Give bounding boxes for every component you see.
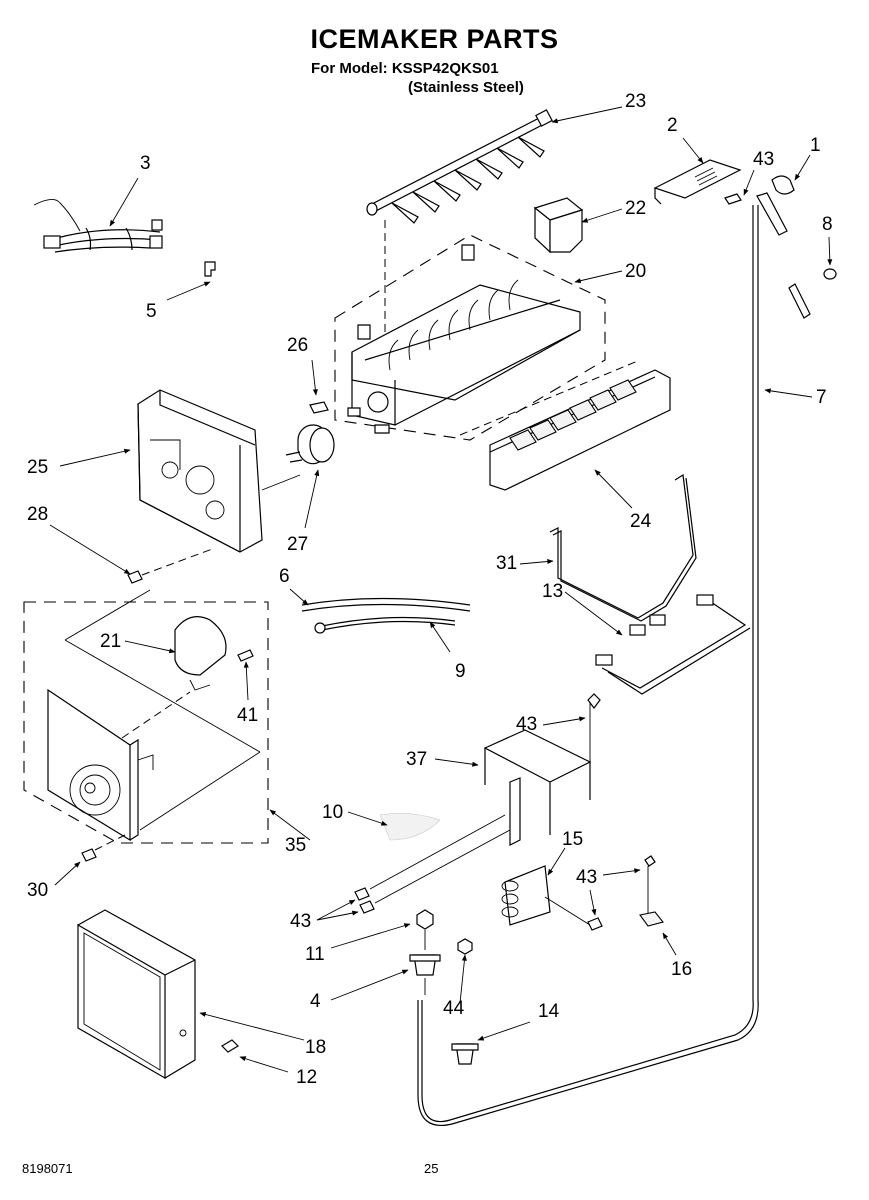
callout-8: 8 bbox=[822, 214, 833, 235]
callout-25: 25 bbox=[27, 457, 49, 478]
water-tube-part bbox=[417, 205, 759, 1126]
callout-2: 2 bbox=[667, 115, 678, 136]
mounting-bracket-part bbox=[483, 700, 592, 846]
callout-16: 16 bbox=[671, 959, 693, 980]
callout-1: 1 bbox=[810, 135, 821, 156]
callout-30: 30 bbox=[27, 880, 49, 901]
module-assembly-part bbox=[23, 589, 269, 862]
callout-24: 24 bbox=[630, 511, 652, 532]
callout-43-top: 43 bbox=[753, 149, 775, 170]
screw-28-part bbox=[127, 547, 216, 584]
tube-clamp-bracket-part bbox=[501, 865, 603, 931]
control-housing-part bbox=[137, 389, 301, 553]
callout-44: 44 bbox=[443, 998, 465, 1019]
callout-14: 14 bbox=[538, 1001, 560, 1022]
callout-4: 4 bbox=[310, 991, 321, 1012]
callout-43-mid: 43 bbox=[516, 714, 538, 735]
callout-10: 10 bbox=[322, 802, 344, 823]
callout-6: 6 bbox=[279, 566, 290, 587]
callout-15: 15 bbox=[562, 829, 584, 850]
model-line: For Model: KSSP42QKS01 bbox=[311, 60, 499, 77]
harness-clip-part bbox=[204, 261, 216, 277]
callout-3: 3 bbox=[140, 153, 151, 174]
callout-43-left: 43 bbox=[290, 911, 312, 932]
callout-26: 26 bbox=[287, 335, 309, 356]
callout-5: 5 bbox=[146, 301, 157, 322]
icemaker-mold-part bbox=[334, 234, 606, 441]
callout-9: 9 bbox=[455, 661, 466, 682]
wire-harness-part bbox=[33, 199, 163, 253]
fill-fitting-assembly-part bbox=[653, 159, 837, 319]
fill-cup-part bbox=[533, 197, 584, 254]
callout-23: 23 bbox=[625, 91, 647, 112]
icemaker-harness-part bbox=[595, 594, 751, 695]
callout-20: 20 bbox=[625, 261, 647, 282]
clamp-part bbox=[639, 855, 664, 927]
callout-37: 37 bbox=[406, 749, 428, 770]
screws-43-part bbox=[354, 693, 601, 914]
callout-27: 27 bbox=[287, 534, 309, 555]
callout-41: 41 bbox=[237, 705, 259, 726]
leader-lines bbox=[49, 106, 833, 1073]
callout-7: 7 bbox=[816, 387, 827, 408]
valve-fittings-part bbox=[409, 909, 479, 1065]
finish-line: (Stainless Steel) bbox=[408, 79, 524, 96]
heater-part bbox=[379, 813, 441, 841]
callout-18: 18 bbox=[305, 1037, 327, 1058]
callout-43-right: 43 bbox=[576, 867, 598, 888]
cover-box-part bbox=[77, 909, 239, 1080]
callout-28: 28 bbox=[27, 504, 49, 525]
document-number: 8198071 bbox=[22, 1161, 73, 1176]
tubes-6-9-part bbox=[301, 597, 471, 634]
callout-21: 21 bbox=[100, 631, 122, 652]
stripper-part bbox=[459, 359, 671, 491]
page-number: 25 bbox=[424, 1161, 439, 1176]
callout-12: 12 bbox=[296, 1067, 318, 1088]
callout-31: 31 bbox=[496, 553, 518, 574]
thermostat-part bbox=[285, 401, 335, 465]
shutoff-arm-part bbox=[549, 473, 697, 622]
callout-35: 35 bbox=[285, 835, 307, 856]
callout-13: 13 bbox=[542, 581, 564, 602]
ejector-part bbox=[366, 109, 553, 370]
callout-22: 22 bbox=[625, 198, 647, 219]
page-title: ICEMAKER PARTS bbox=[310, 24, 559, 54]
callout-11: 11 bbox=[305, 944, 325, 965]
